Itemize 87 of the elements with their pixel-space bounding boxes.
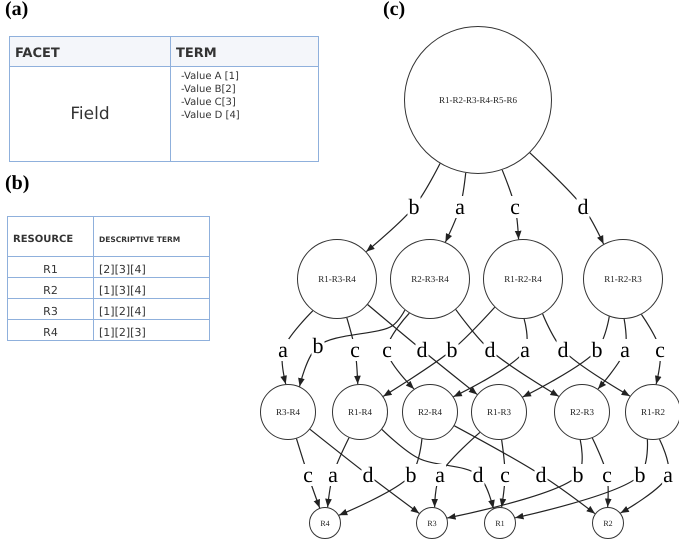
edge-label: c (654, 339, 666, 361)
node-label: R1-R2-R4 (504, 274, 542, 284)
node-label: R2-R4 (418, 407, 442, 417)
node-label: R1-R2-R3-R4-R5-R6 (438, 95, 517, 105)
table-cell: [1][2][3] (99, 326, 146, 338)
panel-label: (b) (5, 172, 30, 195)
arrow (431, 432, 480, 508)
node-label: R1-R2 (640, 407, 665, 417)
edge-label: a (619, 339, 631, 361)
arrow (454, 425, 596, 514)
node-circle (471, 384, 527, 440)
node-label: R3-R4 (276, 407, 300, 417)
arrow (444, 172, 466, 242)
arrow (515, 439, 648, 520)
edge-label: c (381, 339, 393, 361)
edge-label: d (576, 196, 590, 218)
arrow (598, 318, 627, 390)
node-label: R2 (603, 518, 613, 528)
table-cell: R4 (43, 326, 58, 338)
list-item: -Value A [1] (181, 70, 240, 83)
arrow (366, 163, 441, 252)
node-label: R1 (495, 518, 505, 528)
arrow (542, 314, 630, 397)
table-cell: R3 (43, 304, 58, 318)
edge-label: a (277, 339, 289, 361)
node-label: R4 (320, 518, 330, 528)
node-circle (416, 507, 448, 539)
edge-label: a (519, 339, 531, 361)
node-label: R1-R4 (348, 407, 372, 417)
table-cell: R2 (43, 284, 58, 296)
node-label: R1-R3 (486, 407, 511, 417)
edge-label: c (601, 464, 613, 486)
arrow (367, 304, 478, 395)
list-item: -Value D [4] (181, 109, 241, 122)
node-circle (484, 507, 516, 539)
edge-label: c (499, 464, 511, 486)
arrow (592, 438, 612, 508)
arrow (338, 438, 423, 516)
arrow (382, 306, 496, 397)
node-label: R2-R3 (570, 407, 594, 417)
edge-label: c (349, 339, 361, 361)
panel-label: (c) (383, 0, 406, 21)
arrow (280, 310, 314, 384)
node-circle (592, 507, 624, 539)
arrow (447, 440, 583, 520)
arrow (296, 438, 320, 508)
arrow (620, 438, 670, 514)
edge-label: d (472, 464, 484, 486)
arrow (500, 440, 506, 508)
edge-label: b (408, 196, 420, 218)
table-cell: Field (70, 104, 110, 124)
arrow (382, 428, 495, 509)
arrow (325, 437, 350, 508)
edge-label: a (434, 464, 446, 486)
arrow (346, 318, 361, 384)
list-item: -Value C[3] (181, 96, 237, 109)
panel-label: (a) (5, 0, 28, 21)
table-cell: [2][3][4] (99, 262, 146, 276)
edge-label: c (302, 464, 314, 486)
node-label: R3 (427, 518, 437, 528)
edge-label: a (454, 196, 466, 218)
node-circle (625, 384, 679, 440)
table-cell: [1][3][4] (99, 284, 146, 296)
arrow (453, 318, 528, 398)
table-cell: R1 (43, 262, 58, 276)
arrow (640, 314, 662, 384)
node-circle (554, 384, 610, 440)
arrow (455, 309, 560, 397)
header-cell: TERM (176, 46, 217, 61)
header-cell: FACET (15, 46, 60, 61)
node-label: R1-R2-R3 (604, 274, 642, 284)
arrow (522, 316, 610, 398)
table-cell: [1][2][4] (99, 304, 146, 318)
edge-label: b (312, 335, 324, 357)
node-circle (402, 384, 458, 440)
edge-label: a (662, 464, 674, 486)
arrow (529, 152, 604, 244)
node-label: R2-R3-R4 (411, 274, 449, 284)
edge-label: c (509, 196, 521, 218)
arrow (298, 310, 406, 387)
list-item: -Value B[2] (181, 83, 237, 96)
arrow (502, 170, 522, 240)
arrow (310, 428, 420, 514)
header-cell: RESOURCE (13, 234, 74, 245)
node-label: R1-R3-R4 (318, 274, 356, 284)
edge-label: a (327, 464, 339, 486)
node-circle (309, 507, 341, 539)
